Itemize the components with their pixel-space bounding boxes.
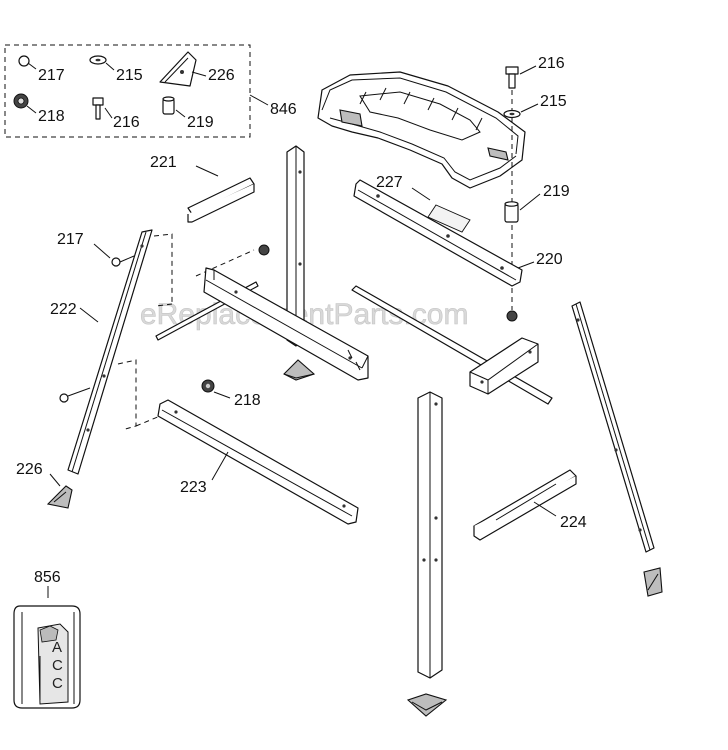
callout-217: 217 — [57, 231, 84, 248]
kit-label-219: 219 — [187, 114, 214, 131]
callout-222: 222 — [50, 301, 77, 318]
kit-label-226: 226 — [208, 67, 235, 84]
callout-227: 227 — [376, 174, 403, 191]
callout-218: 218 — [234, 392, 261, 409]
saw-mounting-plate — [317, 71, 526, 189]
nut-218-top — [258, 244, 270, 256]
kit-label-215: 215 — [116, 67, 143, 84]
acc-letter-1: A — [52, 639, 62, 656]
bracket-221: 221 — [150, 154, 255, 223]
kit-box — [4, 44, 251, 138]
leg-right — [571, 301, 655, 553]
hardware-kit-846: 217 215 226 218 216 — [4, 44, 297, 138]
accessory-holder-856: 856 A C C — [13, 569, 81, 709]
nut-218-right — [506, 310, 518, 322]
rail-223: 223 — [157, 399, 359, 525]
foot-226-back — [283, 359, 316, 381]
foot-226-front — [406, 693, 448, 717]
kit-part-215 — [89, 55, 115, 71]
foot-226-right — [643, 567, 663, 597]
kit-label-218: 218 — [38, 108, 65, 125]
kit-leader — [249, 94, 269, 106]
brace-224: 224 — [473, 469, 587, 541]
acc-letter-3: C — [52, 675, 63, 692]
callout-224: 224 — [560, 514, 587, 531]
bracket-220: 227 220 — [353, 174, 563, 287]
rail-center-right — [351, 285, 553, 405]
foot-226-left: 226 — [16, 461, 73, 509]
label-227 — [427, 204, 471, 233]
callout-221: 221 — [150, 154, 177, 171]
kit-label-217: 217 — [38, 67, 65, 84]
pins-217: 217 — [57, 231, 135, 403]
callout-856: 856 — [34, 569, 61, 586]
callout-219: 219 — [543, 183, 570, 200]
kit-label-846: 846 — [270, 101, 297, 118]
kit-part-218 — [13, 93, 37, 114]
callout-226: 226 — [16, 461, 43, 478]
bolt-216 — [505, 66, 519, 75]
leg-front-center — [417, 391, 443, 679]
acc-letter-2: C — [52, 657, 63, 674]
kit-part-217 — [18, 55, 37, 70]
callout-216: 216 — [538, 55, 565, 72]
nut-218: 218 — [201, 379, 261, 409]
upper-rail-left — [155, 267, 369, 381]
callout-223: 223 — [180, 479, 207, 496]
callout-215: 215 — [540, 93, 567, 110]
kit-part-226 — [159, 51, 207, 87]
kit-label-216: 216 — [113, 114, 140, 131]
callout-220: 220 — [536, 251, 563, 268]
kit-part-216 — [92, 97, 113, 120]
leg-222: 222 — [50, 229, 153, 475]
kit-part-219 — [162, 96, 186, 118]
